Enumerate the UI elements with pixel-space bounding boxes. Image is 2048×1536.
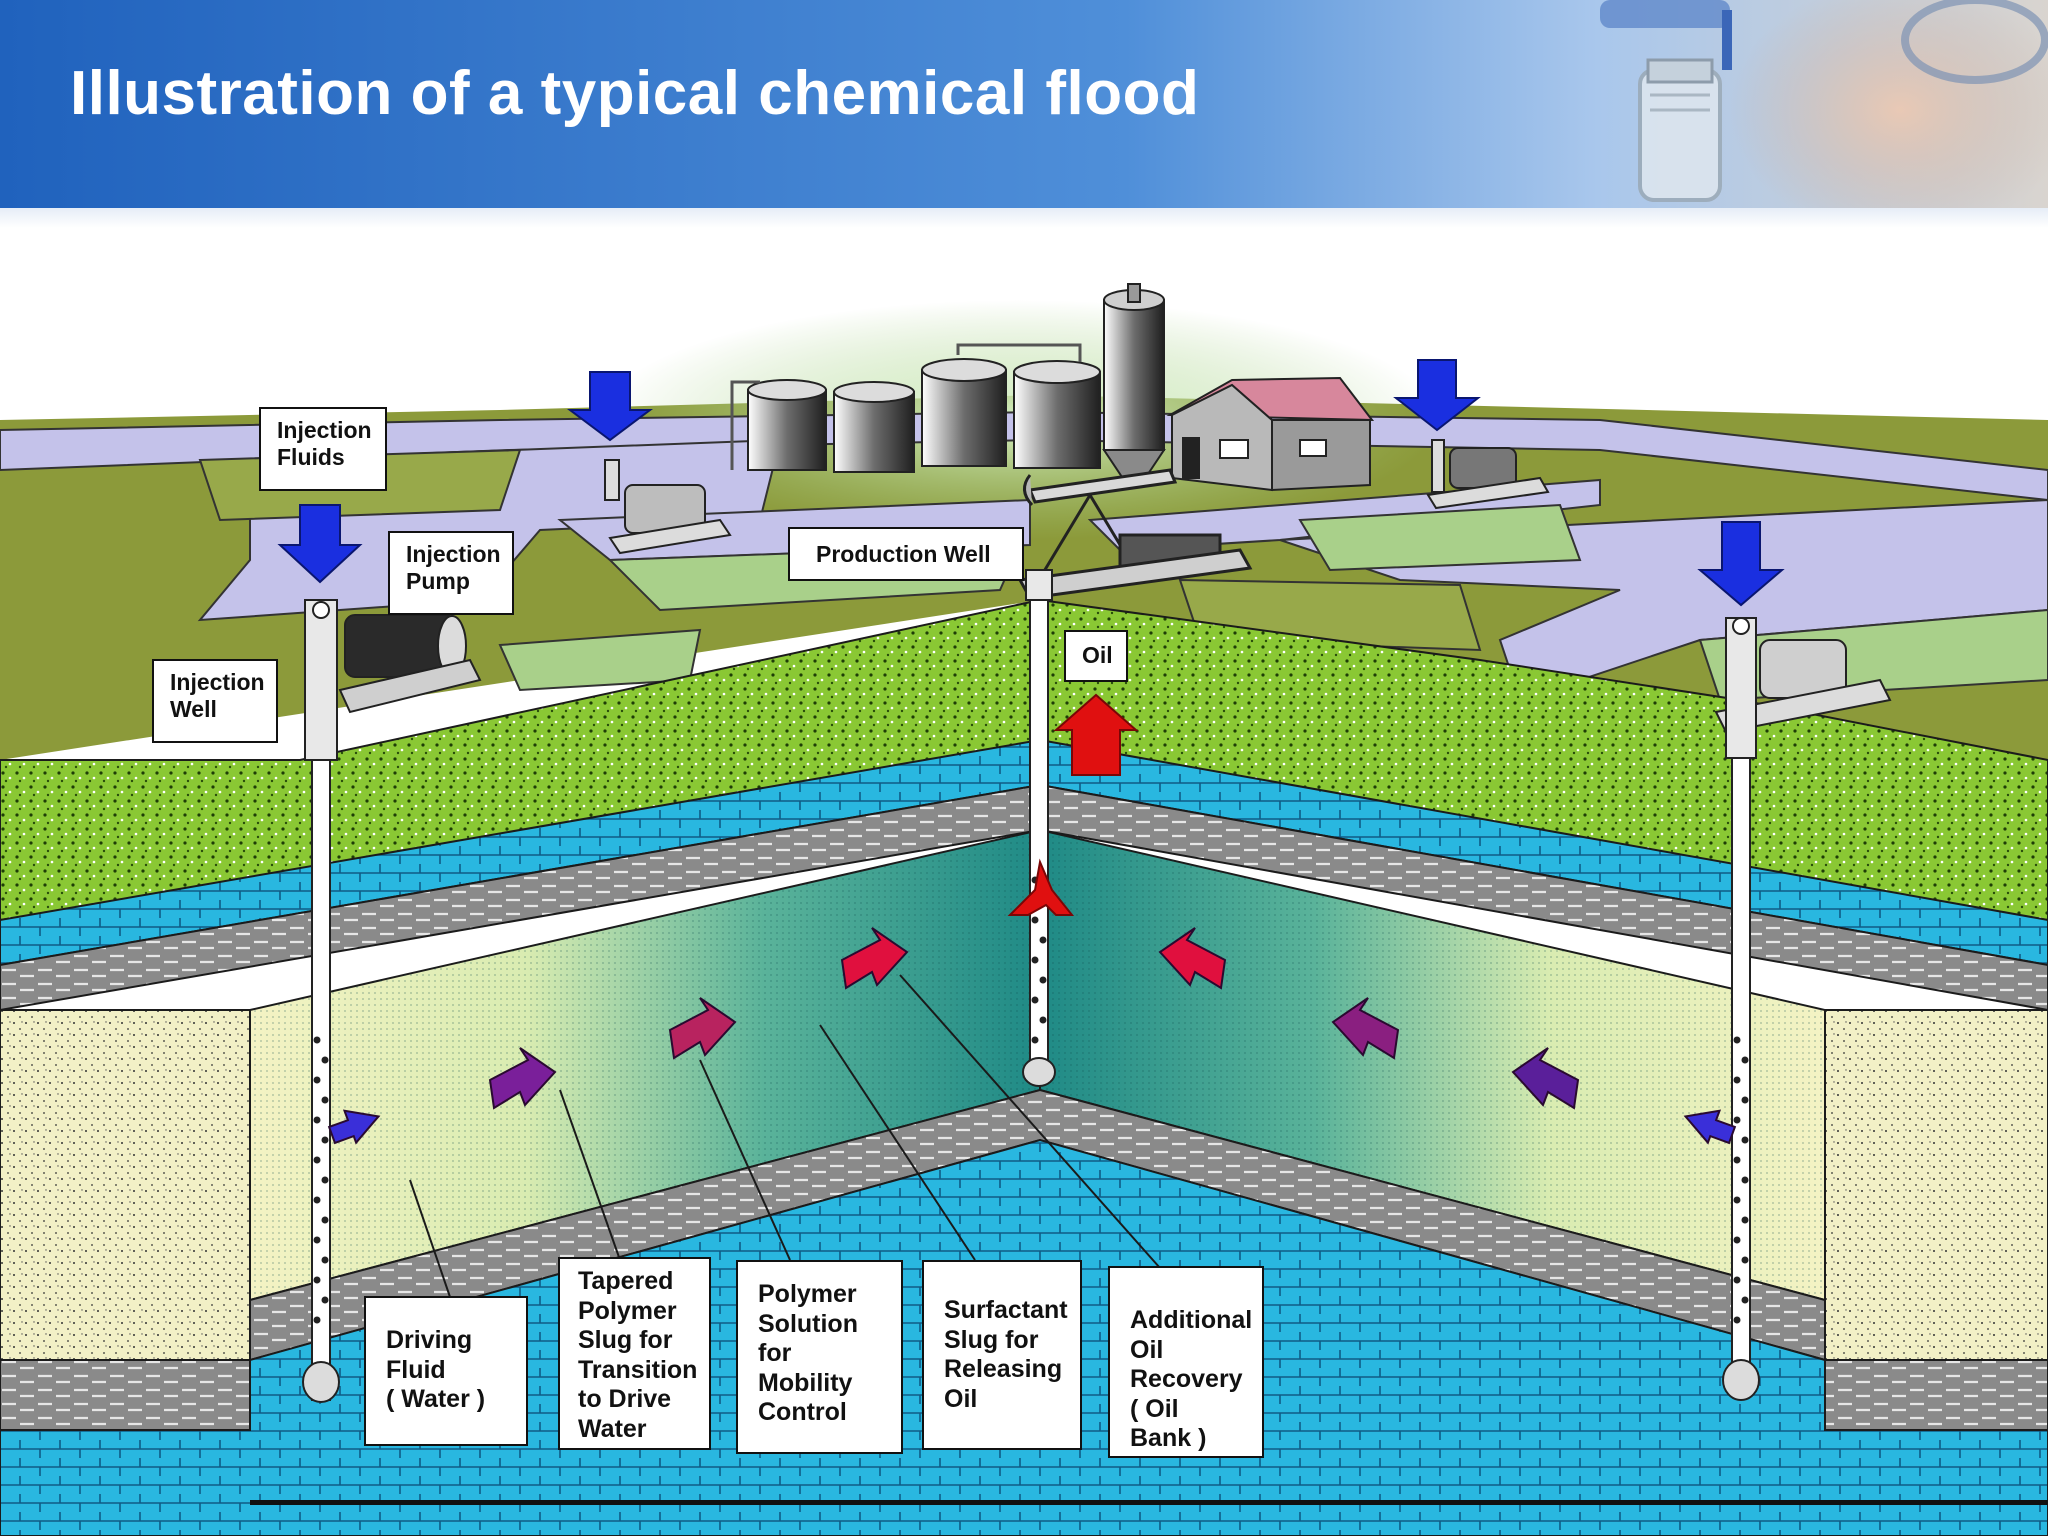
flow-arrow-icon	[1683, 1109, 1737, 1145]
label-injection-well: Injection Well	[152, 659, 278, 743]
label-polymer-solution: Polymer Solution for Mobility Control	[736, 1260, 903, 1454]
flow-arrow-icon	[1511, 1047, 1580, 1110]
page-title: Illustration of a typical chemical flood	[70, 59, 1200, 128]
flow-arrow-icon	[488, 1047, 557, 1110]
leader-lines	[409, 974, 1161, 1298]
injection-pump-right	[1714, 639, 1892, 734]
injection-well-left	[302, 599, 340, 1403]
diagram-illustration	[0, 283, 2048, 1536]
shale-layer-bottom-right	[1824, 1359, 2048, 1431]
arrow-up-icon	[1007, 858, 1075, 916]
chemical-flood-diagram: Injection Fluids Injection Pump Injectio…	[0, 228, 2048, 1536]
silo	[1102, 283, 1166, 481]
header-banner: Illustration of a typical chemical flood	[0, 0, 2048, 208]
pipette-icon	[1600, 0, 1732, 70]
label-oil: Oil	[1064, 630, 1128, 682]
label-driving-fluid: Driving Fluid ( Water )	[364, 1296, 528, 1446]
flask-icon	[1638, 58, 1722, 202]
label-surfactant-slug: Surfactant Slug for Releasing Oil	[922, 1260, 1082, 1450]
arrow-down-icon	[277, 504, 363, 584]
flow-arrow-icon	[1331, 997, 1400, 1060]
storage-tanks	[730, 343, 1101, 473]
label-additional-oil-recovery: Additional Oil Recovery ( Oil Bank )	[1108, 1266, 1264, 1458]
header-background	[0, 0, 2048, 208]
arrow-down-icon	[1697, 521, 1785, 607]
flow-arrow-icon	[1158, 927, 1227, 990]
building	[1166, 376, 1375, 492]
label-injection-pump: Injection Pump	[388, 531, 514, 615]
label-injection-fluids: Injection Fluids	[259, 407, 387, 491]
arrow-down-icon	[1393, 359, 1481, 432]
flow-arrow-icon	[327, 1109, 381, 1145]
injection-pump-left	[338, 614, 482, 714]
injection-pump-mid	[604, 459, 732, 555]
arrow-down-icon	[567, 371, 653, 442]
shale-layer-bottom	[0, 1359, 251, 1431]
label-production-well: Production Well	[788, 527, 1024, 581]
reservoir-zone	[249, 828, 1826, 1302]
injection-pump-right-top	[1426, 439, 1550, 510]
flow-arrow-icon	[840, 927, 909, 990]
header-divider	[0, 208, 2048, 228]
injection-well-right	[1722, 617, 1760, 1401]
label-tapered-polymer-slug: Tapered Polymer Slug for Transition to D…	[558, 1257, 711, 1450]
arrow-up-icon	[1053, 693, 1139, 776]
pump-jack	[1017, 468, 1253, 600]
bottom-rule	[250, 1500, 2048, 1505]
flow-arrow-icon	[668, 997, 737, 1060]
